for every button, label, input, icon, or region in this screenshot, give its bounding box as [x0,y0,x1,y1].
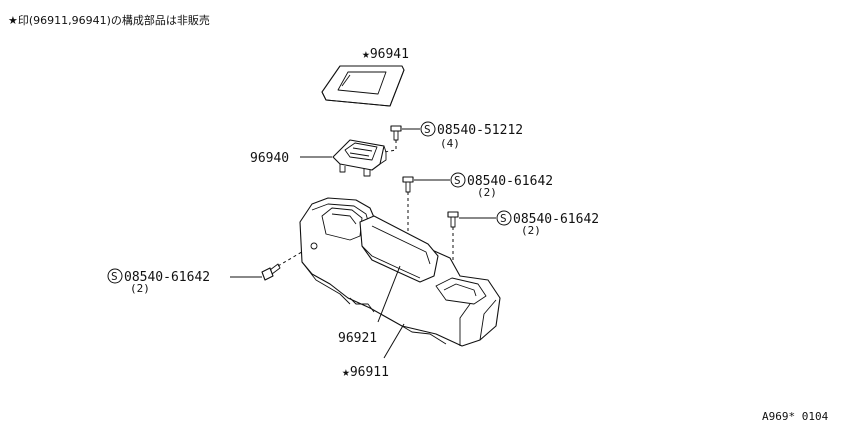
screw-d-s-symbol: S [107,268,123,284]
console-pocket-part-label: 96921 [338,331,377,346]
console-part-label: ★96911 [342,365,389,380]
svg-text:S: S [454,174,461,187]
lid-part-label: ★96941 [362,47,409,62]
screw-c-s-symbol: S [496,210,512,226]
svg-text:S: S [500,212,507,225]
header-note: ★印(96911,96941)の構成部品は非販売 [8,13,210,27]
lid-part-illustration [321,65,405,107]
screw-d-part-label: 08540-61642 [124,270,210,285]
screw-b-part-label: 08540-61642 [467,174,553,189]
console-part-illustration [299,197,501,347]
screw-c-part-label: 08540-61642 [513,212,599,227]
svg-text:S: S [111,270,118,283]
screw-c-illustration [447,211,459,228]
screw-d-illustration [261,263,281,281]
screw-a-illustration [390,125,402,141]
screw-b-s-symbol: S [450,172,466,188]
bracket-part-illustration [332,139,387,177]
screw-c-qty: (2) [521,224,541,237]
screw-b-illustration [402,176,414,193]
bracket-part-label: 96940 [250,151,289,166]
svg-text:S: S [424,123,431,136]
screw-a-qty: (4) [440,137,460,150]
screw-d-qty: (2) [130,282,150,295]
screw-a-s-symbol: S [420,121,436,137]
screw-b-qty: (2) [477,186,497,199]
screw-a-part-label: 08540-51212 [437,123,523,138]
diagram-code: A969* 0104 [762,410,829,423]
